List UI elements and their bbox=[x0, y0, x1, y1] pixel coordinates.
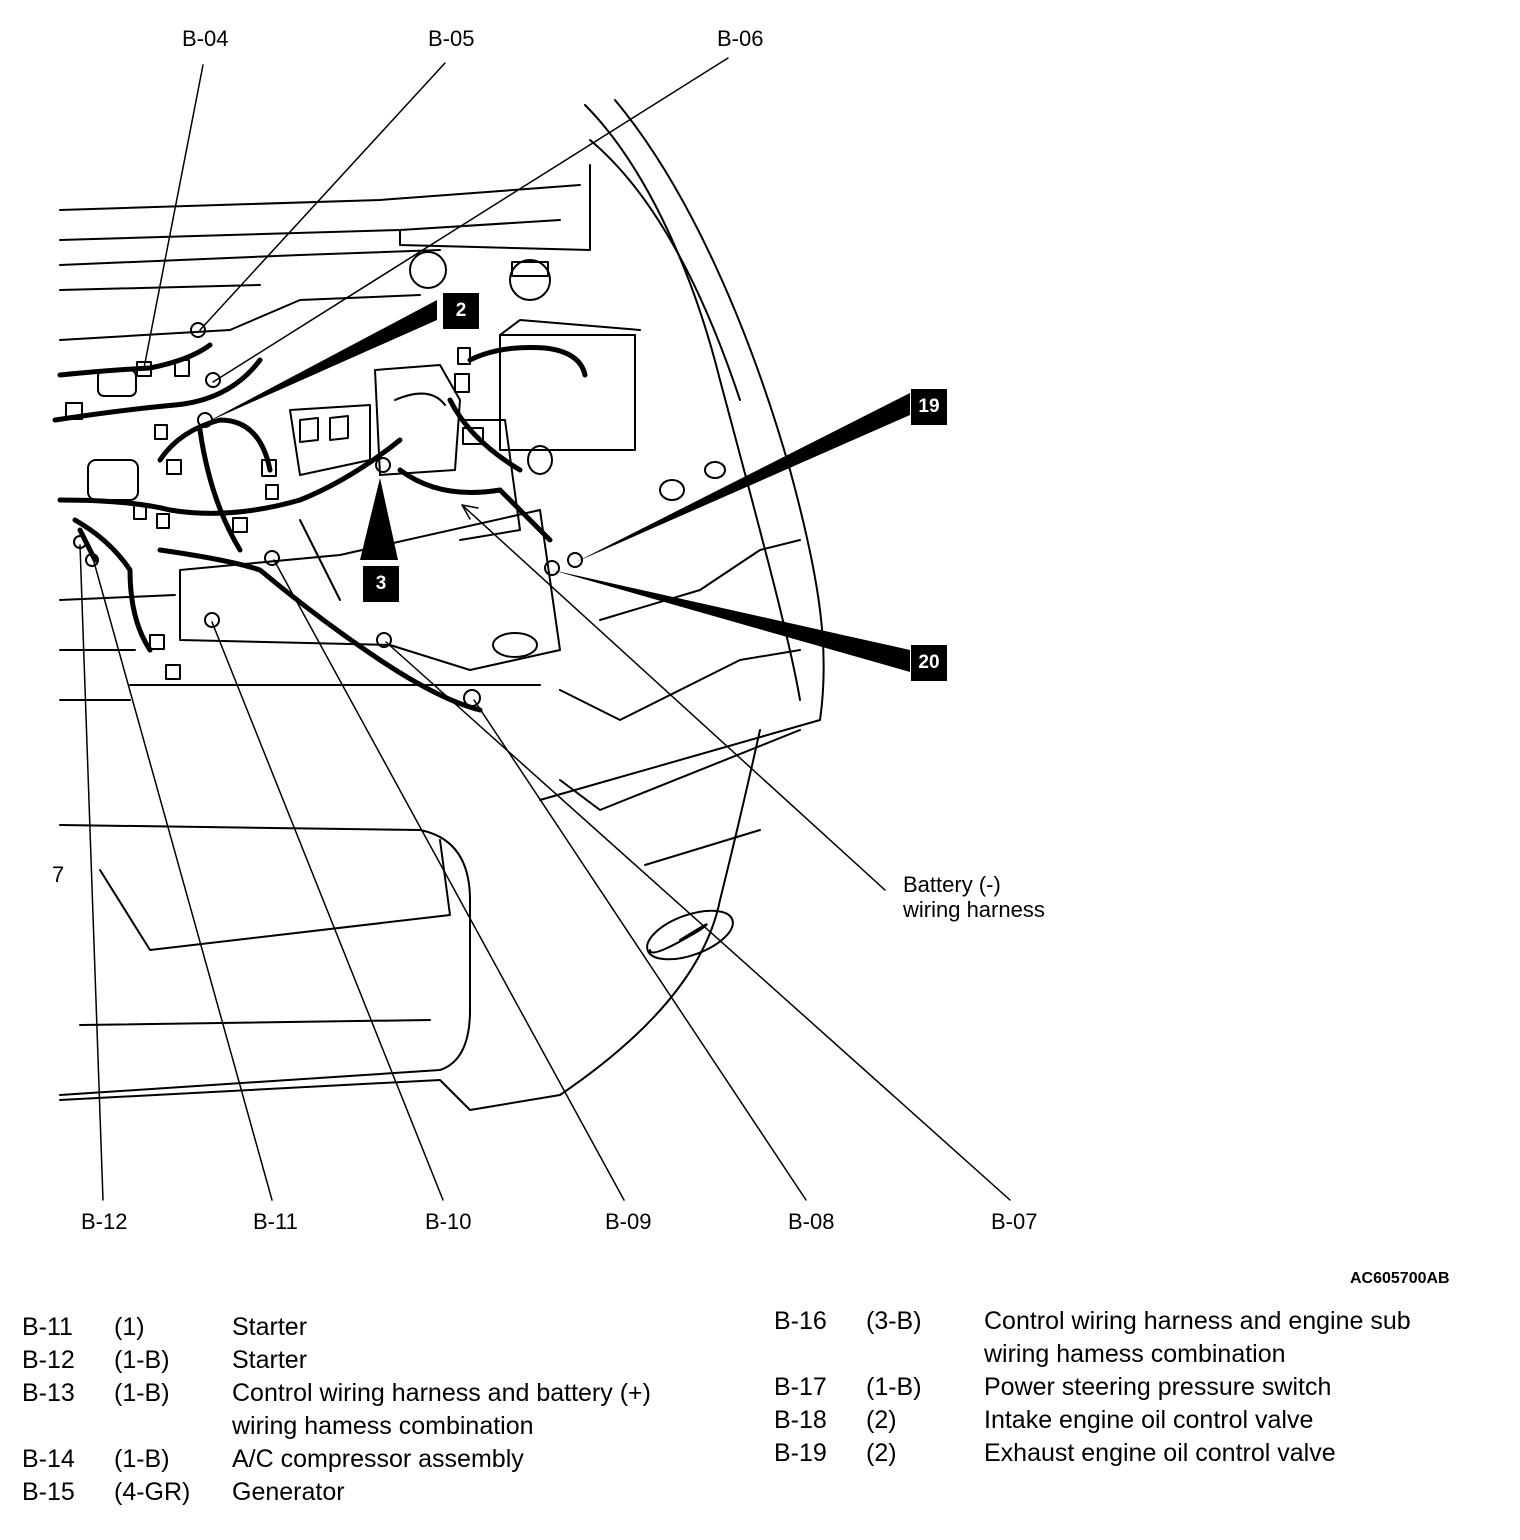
engine-components bbox=[59, 251, 726, 701]
legend-qty: (4-GR) bbox=[114, 1478, 191, 1506]
legend-row: B-17 (1-B) Power steering pressure switc… bbox=[774, 1371, 1494, 1404]
callout-b07: B-07 bbox=[991, 1209, 1038, 1234]
callout-b06: B-06 bbox=[717, 26, 764, 51]
callout-b08: B-08 bbox=[788, 1209, 835, 1234]
callout-b10: B-10 bbox=[425, 1209, 472, 1234]
legend-code: B-13 bbox=[22, 1379, 75, 1407]
engine-bay-diagram bbox=[52, 57, 1011, 1201]
badge-3: 3 bbox=[363, 566, 399, 602]
legend-qty: (1-B) bbox=[114, 1346, 170, 1374]
legend-qty: (2) bbox=[866, 1406, 897, 1434]
legend-code: B-16 bbox=[774, 1307, 827, 1335]
legend-code: B-12 bbox=[22, 1346, 75, 1374]
edge-mark: 7 bbox=[52, 862, 65, 887]
legend-row-continued: wiring hamess combination bbox=[774, 1338, 1494, 1371]
legend-desc: Power steering pressure switch bbox=[984, 1373, 1332, 1401]
legend-code: B-17 bbox=[774, 1373, 827, 1401]
battery-harness-note: Battery (-) wiring harness bbox=[903, 872, 1045, 922]
legend-row: B-11 (1) Starter bbox=[22, 1311, 742, 1344]
body-outline bbox=[59, 99, 825, 1111]
legend-row: B-19 (2) Exhaust engine oil control valv… bbox=[774, 1437, 1494, 1470]
legend-row-continued: wiring hamess combination bbox=[22, 1410, 742, 1443]
legend-desc: Starter bbox=[232, 1346, 308, 1374]
connectors bbox=[65, 322, 583, 707]
callout-b09: B-09 bbox=[605, 1209, 652, 1234]
wiring-harness bbox=[52, 342, 588, 713]
badge-pointers bbox=[205, 300, 910, 672]
badge-20: 20 bbox=[911, 645, 947, 681]
callout-b12: B-12 bbox=[81, 1209, 128, 1234]
legend-row: B-13 (1-B) Control wiring harness and ba… bbox=[22, 1377, 742, 1410]
legend-desc: Intake engine oil control valve bbox=[984, 1406, 1314, 1434]
legend-desc: Generator bbox=[232, 1478, 345, 1506]
callout-b11: B-11 bbox=[253, 1209, 298, 1234]
legend-desc-continued: wiring hamess combination bbox=[984, 1340, 1286, 1368]
legend-desc: Control wiring harness and engine sub bbox=[984, 1307, 1411, 1335]
legend-code: B-14 bbox=[22, 1445, 75, 1473]
battery-note-line2: wiring harness bbox=[903, 897, 1045, 922]
legend-code: B-11 bbox=[22, 1313, 73, 1341]
legend-row: B-14 (1-B) A/C compressor assembly bbox=[22, 1443, 742, 1476]
legend-row: B-16 (3-B) Control wiring harness and en… bbox=[774, 1305, 1494, 1338]
legend-qty: (3-B) bbox=[866, 1307, 922, 1335]
callout-leaders bbox=[79, 57, 1011, 1201]
legend-code: B-19 bbox=[774, 1439, 827, 1467]
badge-2: 2 bbox=[443, 293, 479, 329]
legend-qty: (1) bbox=[114, 1313, 145, 1341]
legend-right: B-16 (3-B) Control wiring harness and en… bbox=[774, 1305, 1494, 1470]
legend-qty: (2) bbox=[866, 1439, 897, 1467]
legend-desc: Control wiring harness and battery (+) bbox=[232, 1379, 651, 1407]
legend-desc: Starter bbox=[232, 1313, 308, 1341]
legend-qty: (1-B) bbox=[866, 1373, 922, 1401]
battery-note-line1: Battery (-) bbox=[903, 872, 1001, 897]
legend-row: B-15 (4-GR) Generator bbox=[22, 1476, 742, 1509]
legend-code: B-18 bbox=[774, 1406, 827, 1434]
legend-desc-continued: wiring hamess combination bbox=[232, 1412, 534, 1440]
legend-qty: (1-B) bbox=[114, 1379, 170, 1407]
legend-code: B-15 bbox=[22, 1478, 75, 1506]
figure-id: AC605700AB bbox=[1350, 1270, 1450, 1287]
legend-left: B-11 (1) Starter B-12 (1-B) Starter B-13… bbox=[22, 1311, 742, 1509]
legend-desc: Exhaust engine oil control valve bbox=[984, 1439, 1336, 1467]
callout-b05: B-05 bbox=[428, 26, 475, 51]
callout-b04: B-04 bbox=[182, 26, 229, 51]
legend-row: B-12 (1-B) Starter bbox=[22, 1344, 742, 1377]
legend-desc: A/C compressor assembly bbox=[232, 1445, 524, 1473]
legend-qty: (1-B) bbox=[114, 1445, 170, 1473]
badge-19: 19 bbox=[911, 389, 947, 425]
legend-row: B-18 (2) Intake engine oil control valve bbox=[774, 1404, 1494, 1437]
